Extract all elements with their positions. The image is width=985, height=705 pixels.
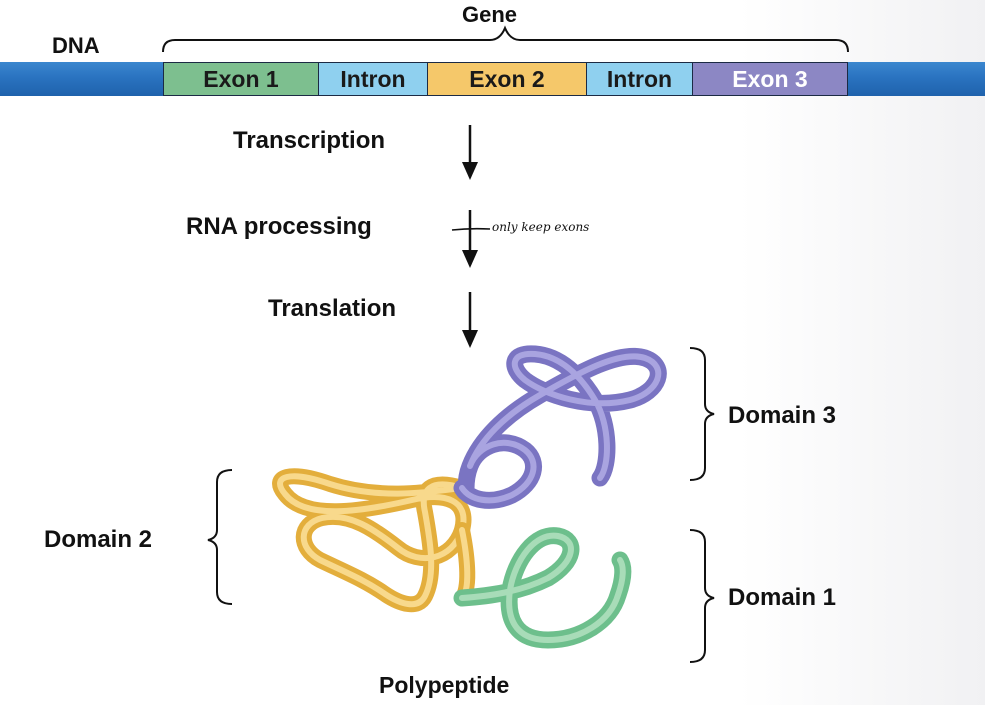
step-translation: Translation [268, 295, 397, 322]
polypeptide-domain-2 [272, 468, 476, 613]
transcription-arrow [462, 125, 478, 180]
intron-1-segment: Intron [318, 62, 428, 96]
step-transcription: Transcription [233, 127, 386, 154]
dna-label: DNA [52, 33, 100, 58]
intron-2-segment: Intron [586, 62, 693, 96]
domain-3-label: Domain 3 [728, 402, 837, 429]
domain-3-brace [689, 347, 715, 481]
step-rna-processing: RNA processing [186, 213, 372, 240]
polypeptide-label: Polypeptide [379, 672, 510, 698]
exon-3-segment: Exon 3 [692, 62, 848, 96]
domain-2-brace [207, 469, 233, 605]
polypeptide-domain-1 [453, 527, 632, 649]
translation-arrow [462, 292, 478, 348]
gene-brace [162, 25, 849, 53]
domain-1-brace [689, 529, 715, 663]
handwritten-note: only keep exons [492, 220, 590, 234]
exon-2-segment: Exon 2 [427, 62, 587, 96]
domain-2-label: Domain 2 [44, 526, 153, 553]
gene-label: Gene [462, 2, 518, 27]
rna-processing-arrow [451, 210, 491, 268]
domain-1-label: Domain 1 [728, 584, 837, 611]
polypeptide-domain-3 [453, 345, 667, 509]
